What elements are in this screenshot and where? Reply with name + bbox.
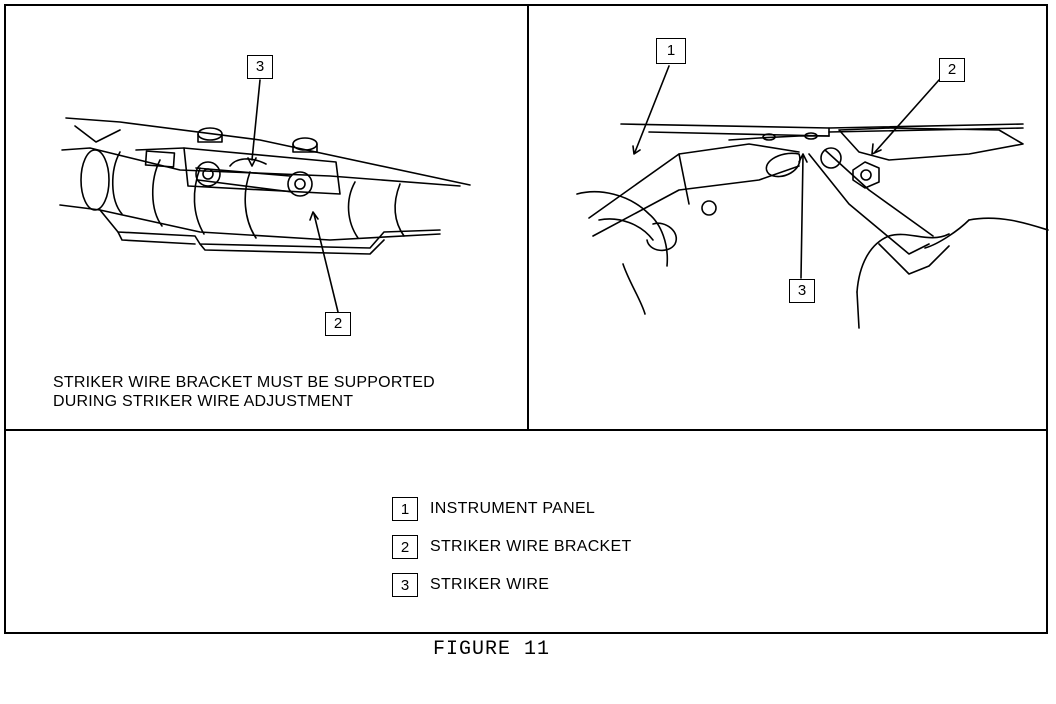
callout-1-right: 1 (656, 38, 686, 64)
legend-item: 3 STRIKER WIRE (392, 566, 632, 604)
callout-2-right: 2 (939, 58, 965, 82)
legend-number: 1 (392, 497, 418, 521)
adjustment-illustration (576, 65, 1049, 329)
legend: 1 INSTRUMENT PANEL 2 STRIKER WIRE BRACKE… (392, 490, 632, 604)
figure-caption: FIGURE 11 (433, 638, 551, 661)
bracket-illustration (59, 79, 471, 313)
callout-3-left: 3 (247, 55, 273, 79)
adjustment-note: STRIKER WIRE BRACKET MUST BE SUPPORTED D… (53, 374, 435, 410)
callout-2-left: 2 (325, 312, 351, 336)
callout-3-right: 3 (789, 279, 815, 303)
figure-frame (4, 4, 1048, 634)
panel-divider-horizontal (4, 429, 1048, 431)
legend-item: 2 STRIKER WIRE BRACKET (392, 528, 632, 566)
legend-label: STRIKER WIRE (430, 576, 550, 593)
panel-divider-vertical (527, 4, 529, 430)
legend-number: 2 (392, 535, 418, 559)
legend-number: 3 (392, 573, 418, 597)
legend-label: STRIKER WIRE BRACKET (430, 538, 632, 555)
legend-item: 1 INSTRUMENT PANEL (392, 490, 632, 528)
legend-label: INSTRUMENT PANEL (430, 500, 596, 517)
